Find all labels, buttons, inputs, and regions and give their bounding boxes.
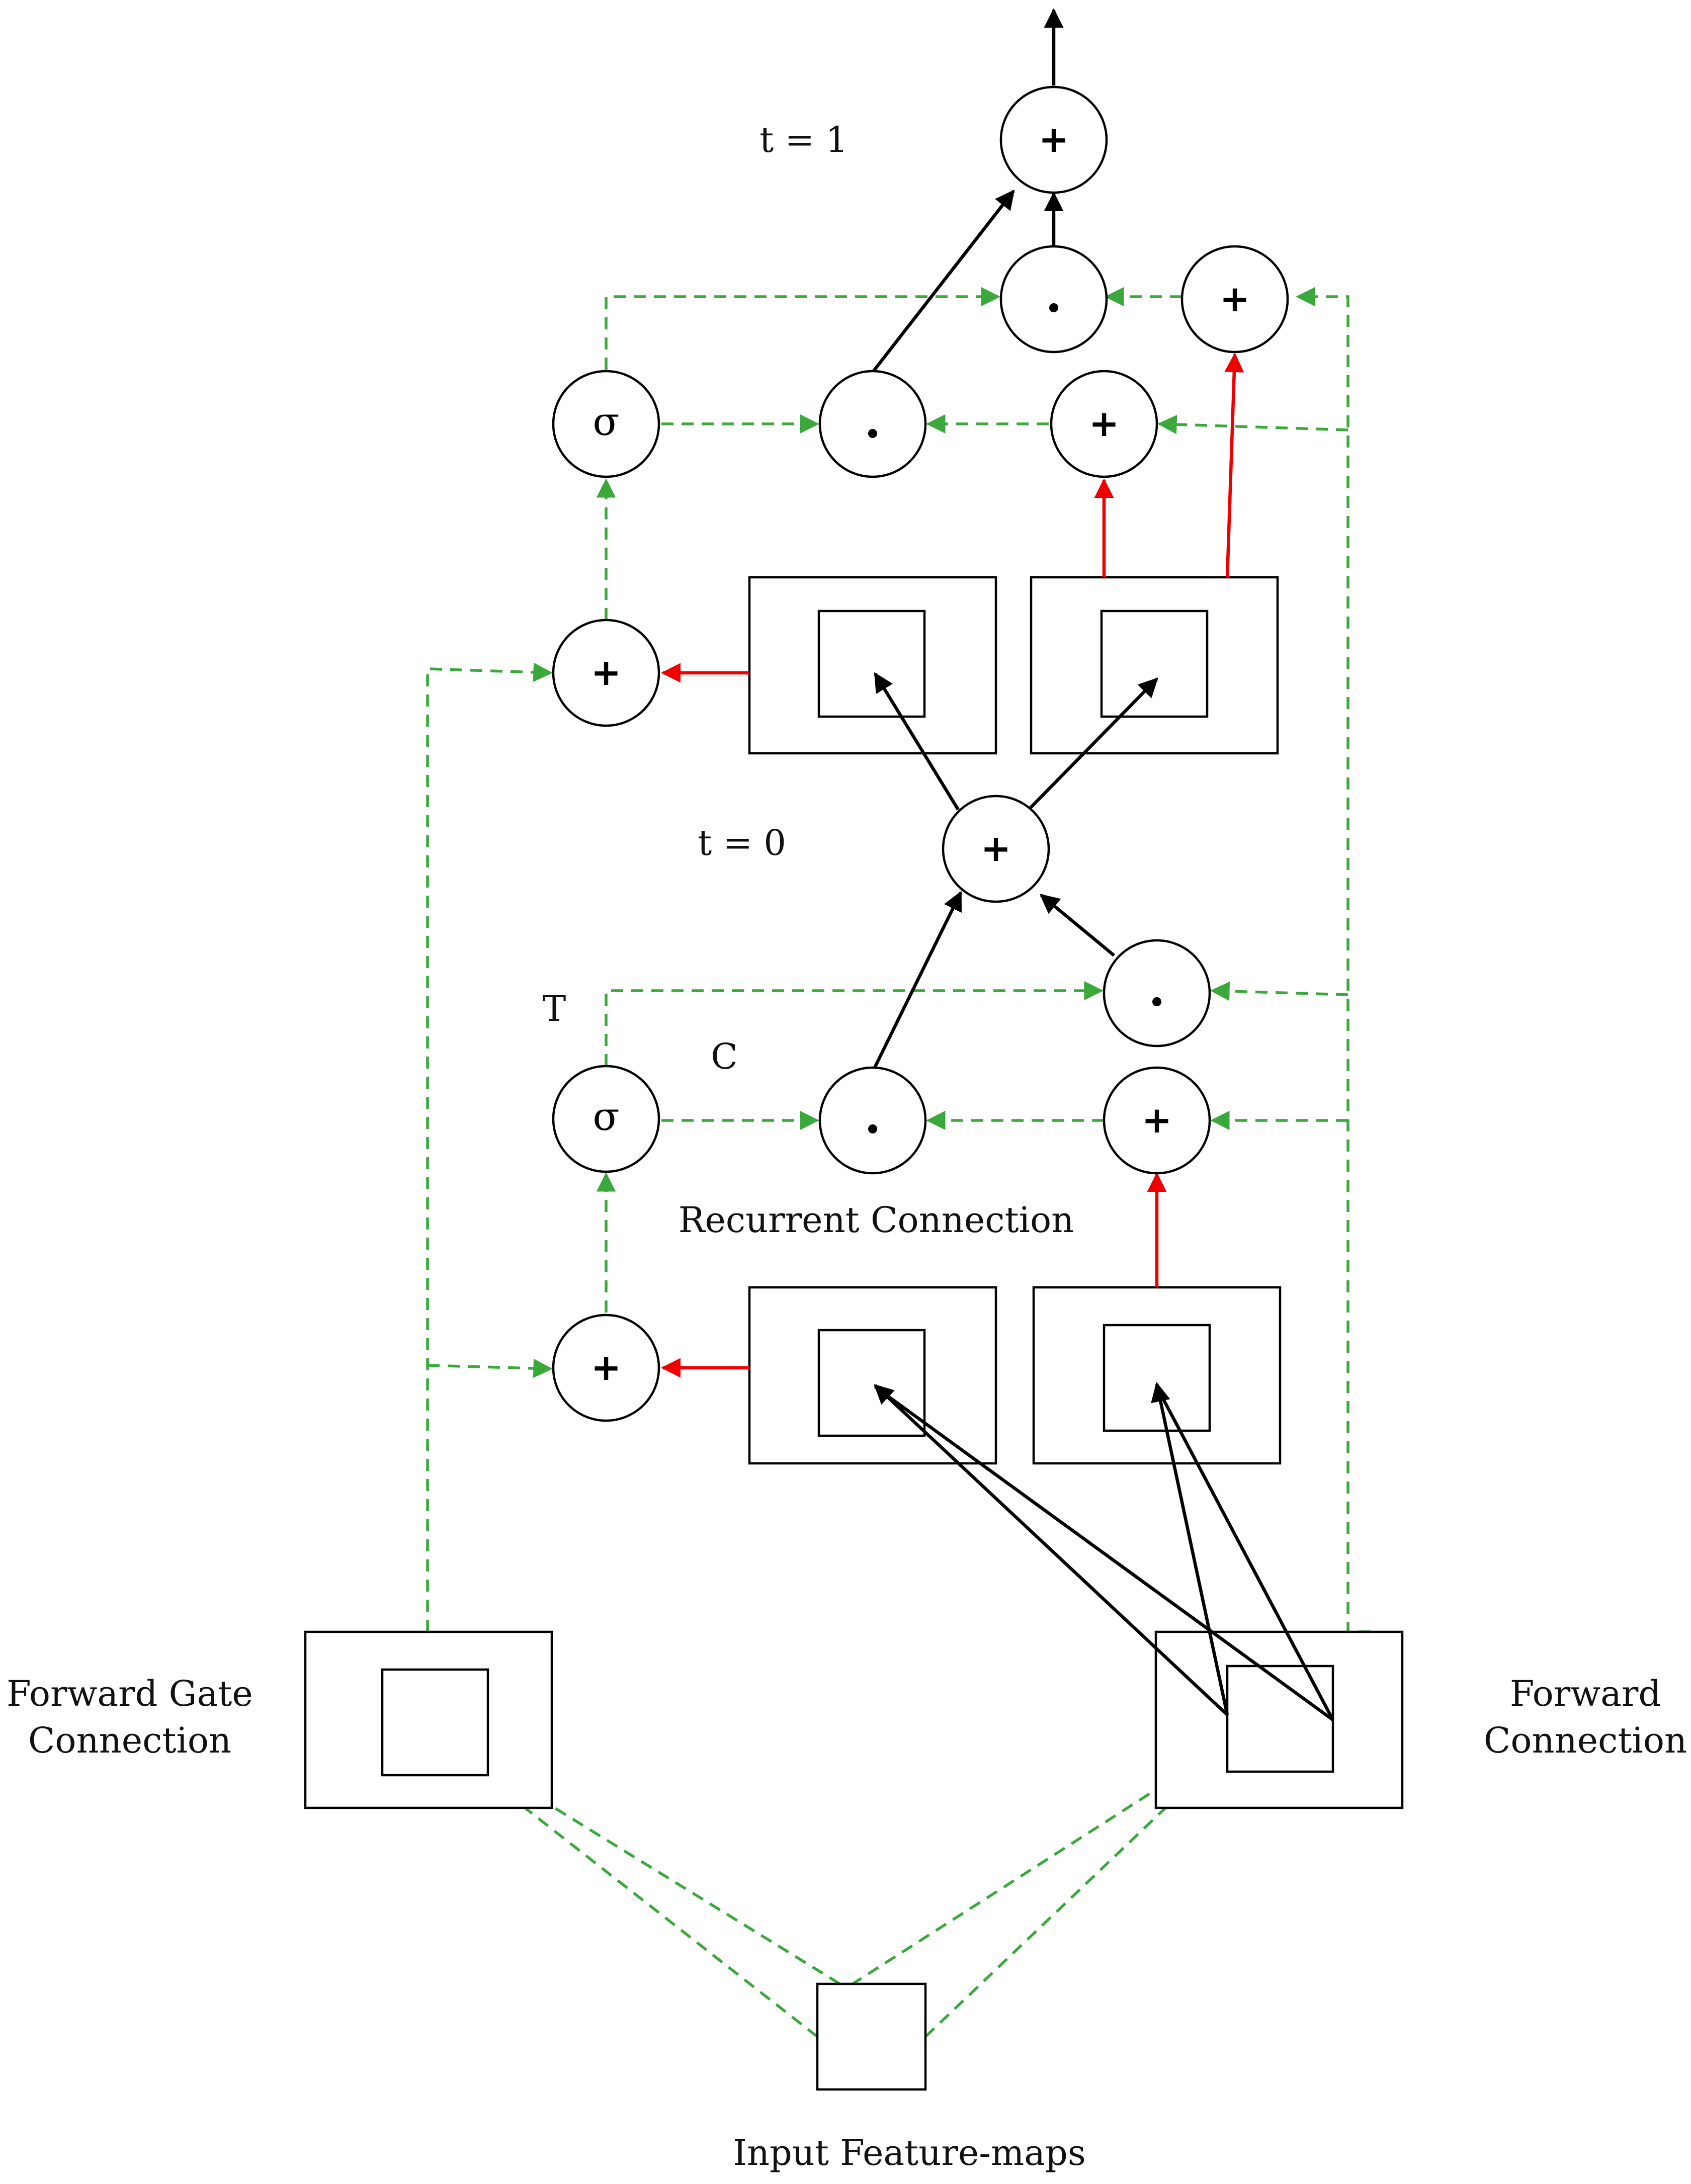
svg-text:+: + [981, 827, 1011, 869]
t0-plus-node: + [942, 795, 1050, 903]
label-forward-gate-1: Forward Gate [7, 1673, 253, 1714]
operation-nodes: + + σ + + + [552, 85, 1289, 1422]
label-forward-2: Connection [1484, 1720, 1687, 1761]
t1-sigma-node: σ [552, 370, 660, 478]
feature-boxes [304, 576, 1404, 2091]
output-plus-node: + [999, 85, 1108, 194]
svg-text:+: + [1039, 118, 1069, 160]
t0-sigma-node: σ [552, 1065, 660, 1173]
t1-plus-node-top: + [1180, 245, 1289, 354]
label-forward-gate-2: Connection [28, 1720, 231, 1761]
recurrent-arrows [661, 353, 1244, 1378]
forward-arrows [871, 8, 1334, 1721]
svg-text:σ: σ [593, 1094, 619, 1140]
input-feature-map-box [816, 1982, 927, 2091]
t1-gate-plus-node: + [552, 619, 660, 727]
label-T: T [543, 988, 566, 1029]
svg-text:+: + [1142, 1099, 1172, 1141]
label-C: C [711, 1036, 738, 1077]
svg-text:+: + [1089, 402, 1119, 445]
t0-dot-node-top [1103, 939, 1211, 1047]
label-t1: t = 1 [759, 119, 848, 160]
text-labels: t = 1 t = 0 T C Recurrent Connection For… [7, 119, 1687, 2173]
svg-text:+: + [591, 651, 621, 693]
svg-text:σ: σ [593, 399, 619, 445]
label-recurrent-connection: Recurrent Connection [679, 1199, 1074, 1241]
label-t0: t = 0 [698, 822, 786, 863]
t1-plus-node: + [1050, 370, 1158, 478]
t0-gate-plus-node: + [552, 1314, 660, 1422]
t1-dot-node-top [999, 245, 1108, 354]
label-forward-1: Forward [1510, 1673, 1661, 1714]
svg-text:+: + [591, 1346, 621, 1388]
label-input-feature-maps: Input Feature-maps [733, 2132, 1086, 2173]
t1-dot-node [818, 370, 927, 478]
svg-text:+: + [1220, 278, 1250, 320]
t0-plus-node-right: + [1103, 1066, 1211, 1175]
t0-dot-node [818, 1066, 927, 1175]
